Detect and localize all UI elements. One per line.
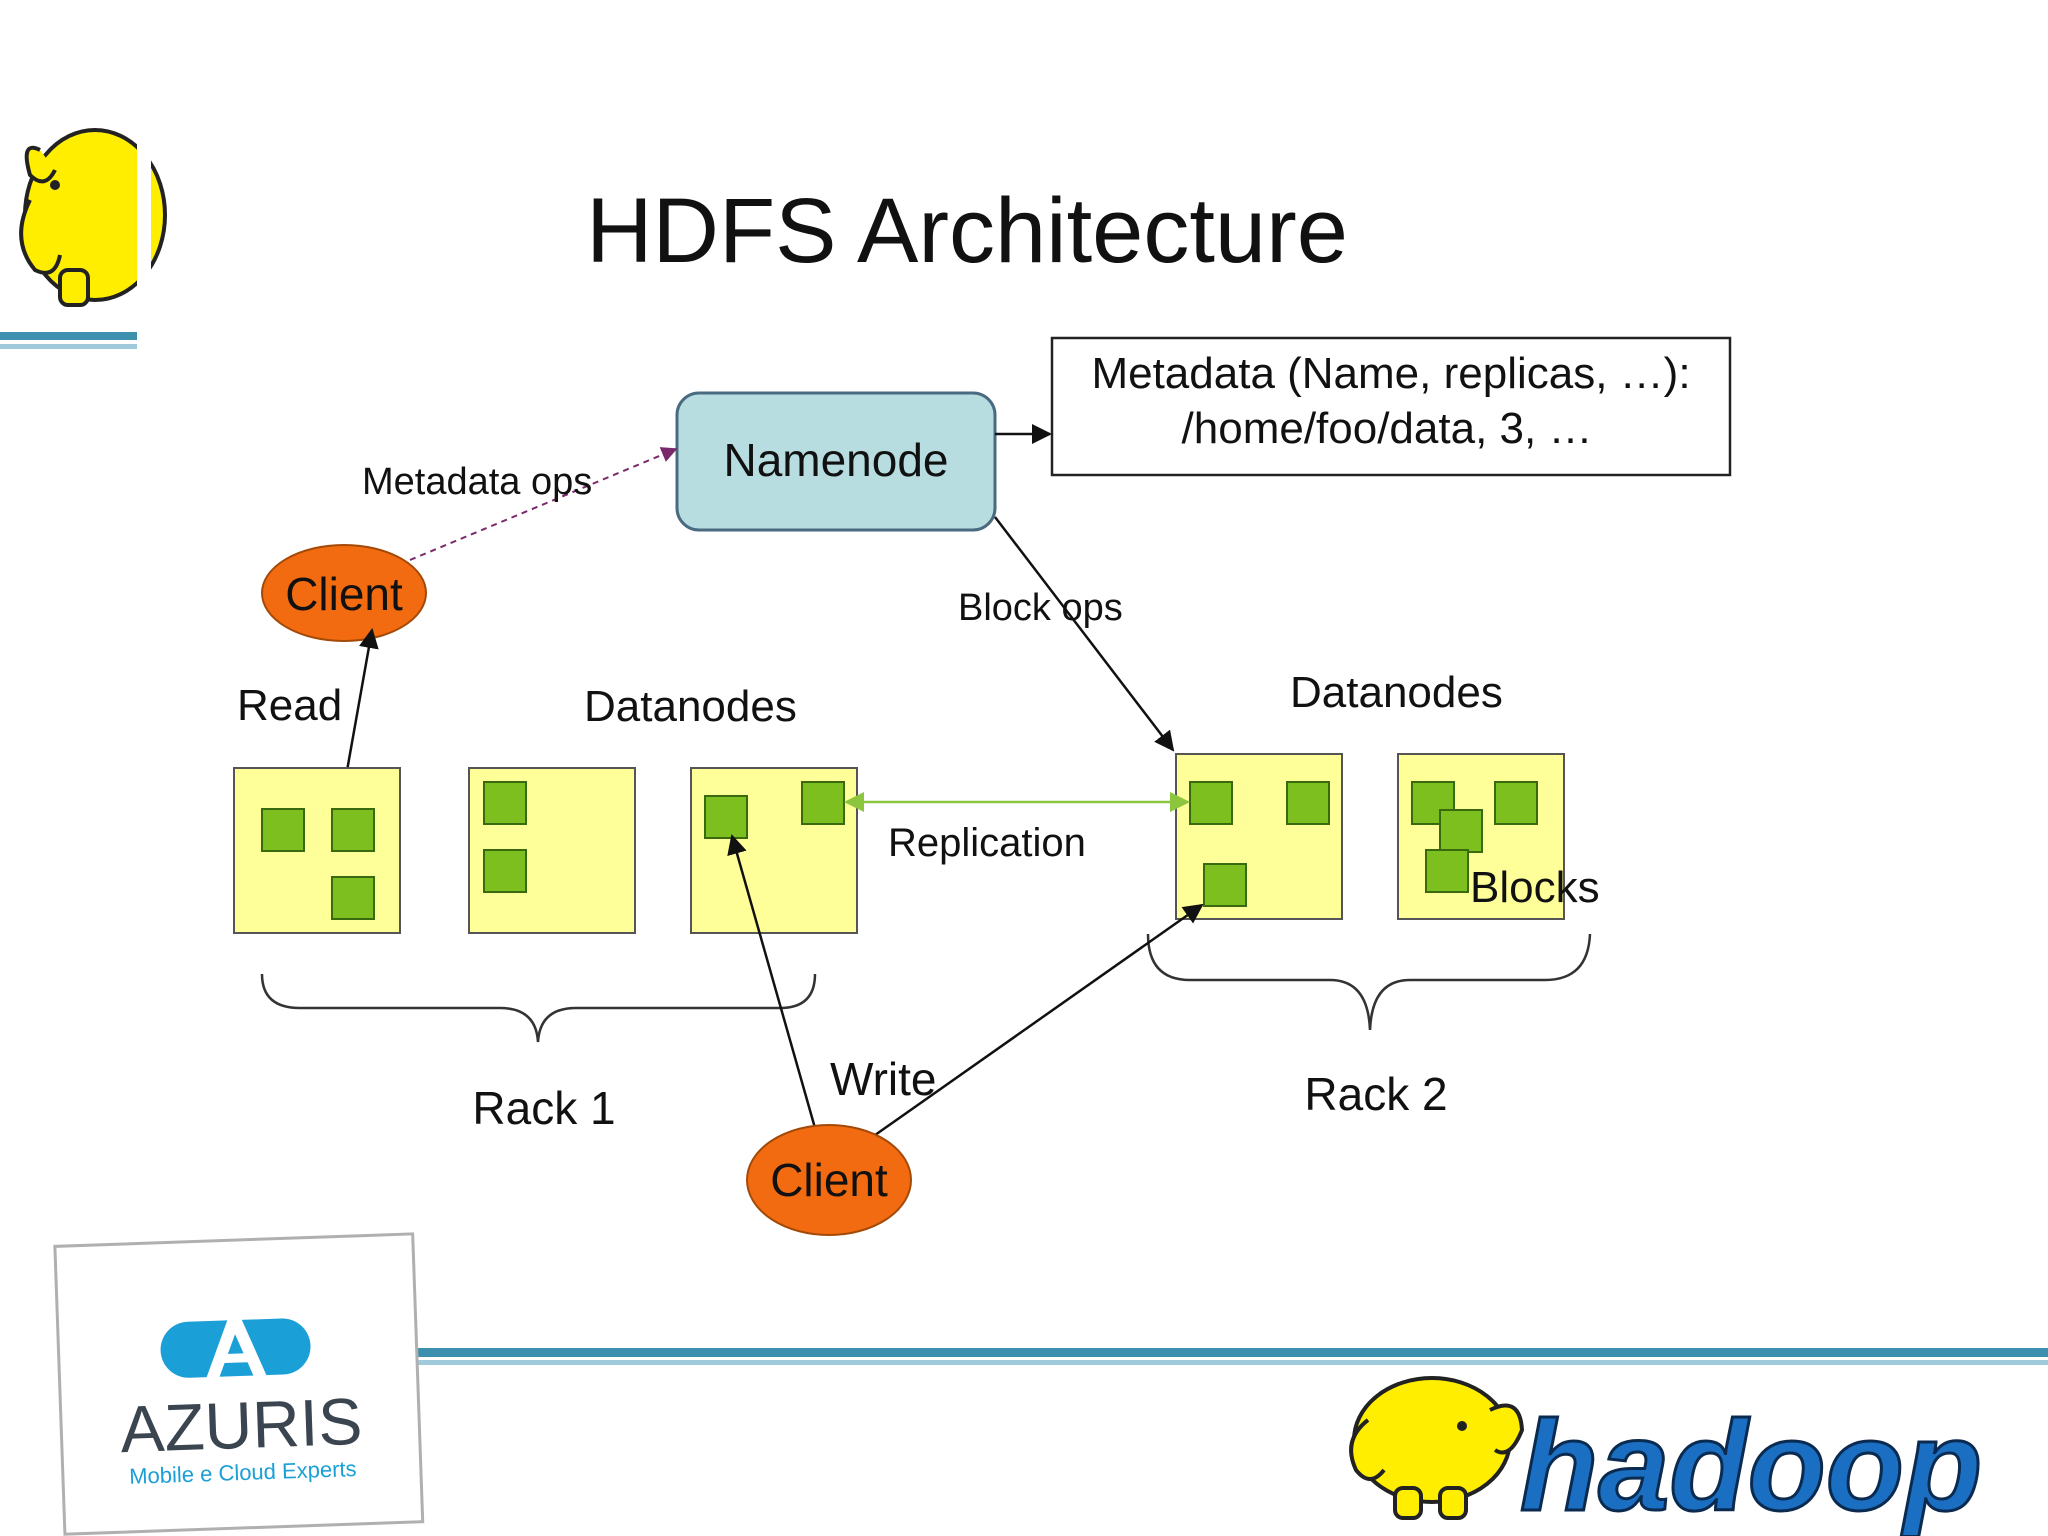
data-block	[1203, 863, 1247, 907]
elephant-mascot-icon	[1349, 1376, 1525, 1520]
data-block	[483, 849, 527, 893]
rack2-brace	[1146, 933, 1592, 1031]
data-block	[1439, 809, 1483, 853]
write-label: Write	[830, 1053, 937, 1105]
azuris-name: AZURIS	[119, 1384, 363, 1466]
rack1-brace	[260, 973, 817, 1043]
metadata-line-1: Metadata (Name, replicas, …):	[1091, 349, 1690, 398]
data-block	[483, 781, 527, 825]
rack2-label: Rack 2	[1304, 1068, 1447, 1120]
metadata-line-2: /home/foo/data, 3, …	[1182, 404, 1593, 453]
data-block	[261, 808, 305, 852]
top-left-logo	[0, 110, 167, 350]
client-write-label: Client	[770, 1154, 888, 1206]
slide-title: HDFS Architecture	[586, 180, 1348, 282]
accent-line-top-left	[0, 332, 137, 340]
datanodes-label-rack2: Datanodes	[1290, 668, 1503, 717]
data-block	[331, 808, 375, 852]
read-label: Read	[237, 681, 342, 730]
hadoop-wordmark: hadoop	[1520, 1395, 1982, 1536]
client-read-label: Client	[285, 568, 403, 620]
block-ops-label: Block ops	[958, 587, 1123, 629]
data-block	[1494, 781, 1538, 825]
read-arrow	[343, 628, 379, 783]
blocks-label: Blocks	[1470, 863, 1600, 912]
data-block	[801, 781, 845, 825]
data-block	[1425, 849, 1469, 893]
namenode-node: Namenode	[675, 391, 997, 532]
data-block	[704, 795, 748, 839]
hadoop-logo: hadoop	[1349, 1376, 1984, 1536]
datanode-rack2-1	[1175, 753, 1343, 920]
accent-line-bottom	[410, 1348, 2048, 1357]
datanode-rack1-3	[690, 767, 858, 934]
metadata-ops-label: Metadata ops	[362, 461, 592, 503]
datanode-rack2-2	[1397, 753, 1565, 920]
elephant-mascot-icon	[19, 128, 167, 307]
data-block	[331, 876, 375, 920]
data-block	[1286, 781, 1330, 825]
client-write-node: Client	[746, 1124, 912, 1236]
datanode-rack1-2	[468, 767, 636, 934]
data-block	[1189, 781, 1233, 825]
block-ops-arrow	[994, 516, 1175, 752]
azuris-a-icon	[160, 1302, 311, 1384]
metadata-box: Metadata (Name, replicas, …): /home/foo/…	[1050, 336, 1732, 477]
azuris-logo: AZURIS Mobile e Cloud Experts	[53, 1232, 425, 1536]
namenode-label: Namenode	[723, 434, 948, 486]
rack1-label: Rack 1	[472, 1082, 615, 1134]
datanodes-label-rack1: Datanodes	[584, 682, 797, 731]
write-arrow-rack2	[867, 903, 1204, 1142]
datanode-rack1-1	[233, 767, 401, 934]
metadata-ops-arrow	[409, 447, 678, 561]
replication-label: Replication	[888, 821, 1086, 865]
write-arrow-rack1	[727, 834, 817, 1129]
client-read-node: Client	[261, 544, 427, 642]
